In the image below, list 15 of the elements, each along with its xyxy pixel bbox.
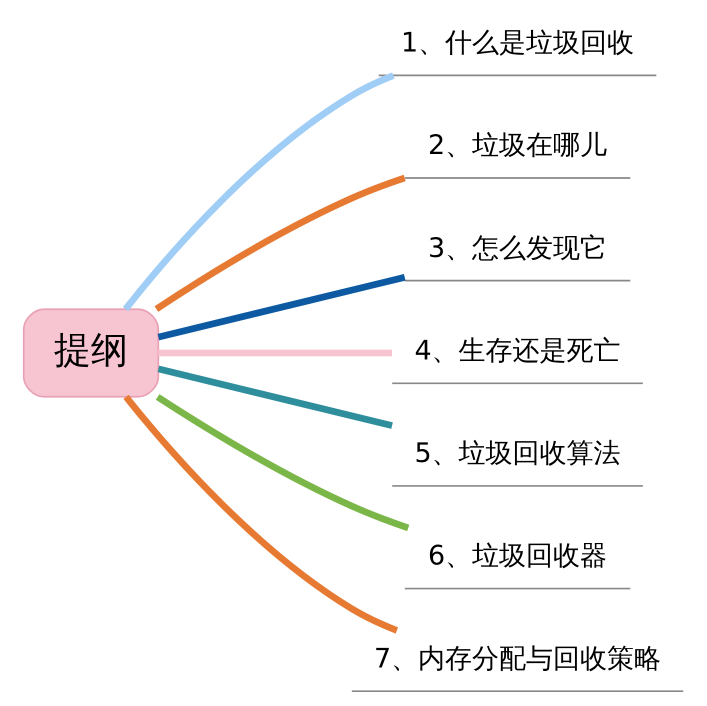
connector — [158, 274, 406, 340]
node-text: 5、垃圾回收算法 — [414, 438, 621, 470]
node-text: 6、垃圾回收器 — [428, 540, 608, 572]
node-text: 2、垃圾在哪儿 — [428, 130, 608, 162]
node-box: 提纲 — [22, 308, 160, 398]
connector — [158, 366, 393, 429]
connector — [123, 394, 398, 634]
connector — [156, 394, 410, 532]
node-text: 4、生存还是死亡 — [414, 335, 621, 366]
connector — [158, 350, 392, 356]
connector — [122, 72, 395, 312]
node-text: 3、怎么发现它 — [428, 232, 608, 264]
node-text: 1、什么是垃圾回收 — [400, 27, 634, 58]
node-text: 7、内存分配与回收策略 — [374, 643, 662, 674]
connector — [154, 174, 406, 312]
